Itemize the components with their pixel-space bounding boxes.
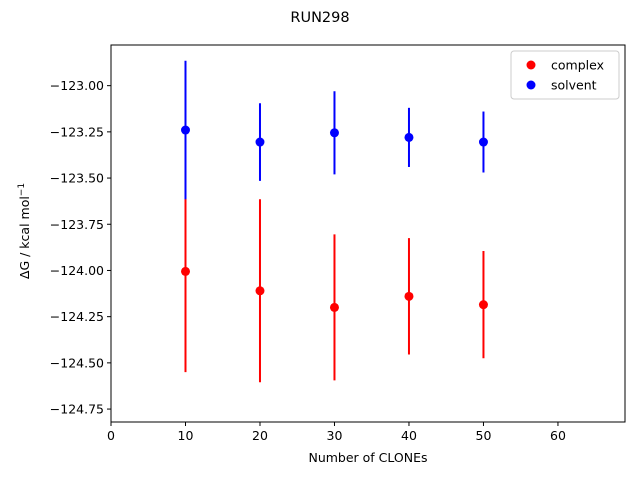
data-point — [478, 137, 488, 147]
legend-marker-complex — [526, 60, 536, 70]
series-solvent — [180, 60, 488, 200]
data-point — [180, 125, 190, 135]
x-tick-label: 40 — [401, 428, 417, 443]
chart-title: RUN298 — [290, 10, 349, 26]
data-point — [255, 137, 265, 147]
plot-frame — [110, 44, 626, 423]
y-axis-label-main: ΔG / kcal mol — [17, 196, 32, 279]
x-axis-ticks: 0 10 20 30 40 50 60 — [107, 422, 566, 443]
series-complex — [180, 170, 488, 383]
y-tick-label: −124.75 — [50, 402, 104, 417]
legend: complex solvent — [510, 50, 620, 100]
data-point — [180, 266, 190, 276]
data-point — [255, 286, 265, 296]
y-tick-label: −123.25 — [50, 124, 104, 139]
y-axis-label-superscript: −1 — [17, 183, 27, 196]
x-axis-label: Number of CLONEs — [308, 450, 427, 465]
y-tick-label: −123.00 — [50, 78, 104, 93]
data-point — [404, 132, 414, 142]
y-tick-label: −124.25 — [50, 309, 104, 324]
x-tick-label: 0 — [107, 428, 115, 443]
legend-box — [510, 50, 620, 100]
y-axis-label: ΔG / kcal mol−1 — [17, 183, 32, 279]
y-tick-label: −124.00 — [50, 263, 104, 278]
data-point — [404, 291, 414, 301]
data-point — [329, 302, 339, 312]
legend-marker-solvent — [526, 80, 536, 90]
data-point — [478, 300, 488, 310]
y-tick-label: −123.50 — [50, 171, 104, 186]
x-tick-label: 10 — [178, 428, 194, 443]
y-tick-label: −123.75 — [50, 217, 104, 232]
y-tick-label: −124.50 — [50, 355, 104, 370]
y-axis-ticks: −123.00 −123.25 −123.50 −123.75 −124.00 −124.… — [50, 78, 111, 417]
legend-label-complex: complex — [551, 58, 604, 73]
x-tick-label: 20 — [252, 428, 268, 443]
data-point — [329, 128, 339, 138]
x-tick-label: 50 — [476, 428, 492, 443]
series-layer — [180, 60, 488, 383]
legend-label-solvent: solvent — [551, 78, 597, 93]
x-tick-label: 60 — [550, 428, 566, 443]
x-tick-label: 30 — [327, 428, 343, 443]
